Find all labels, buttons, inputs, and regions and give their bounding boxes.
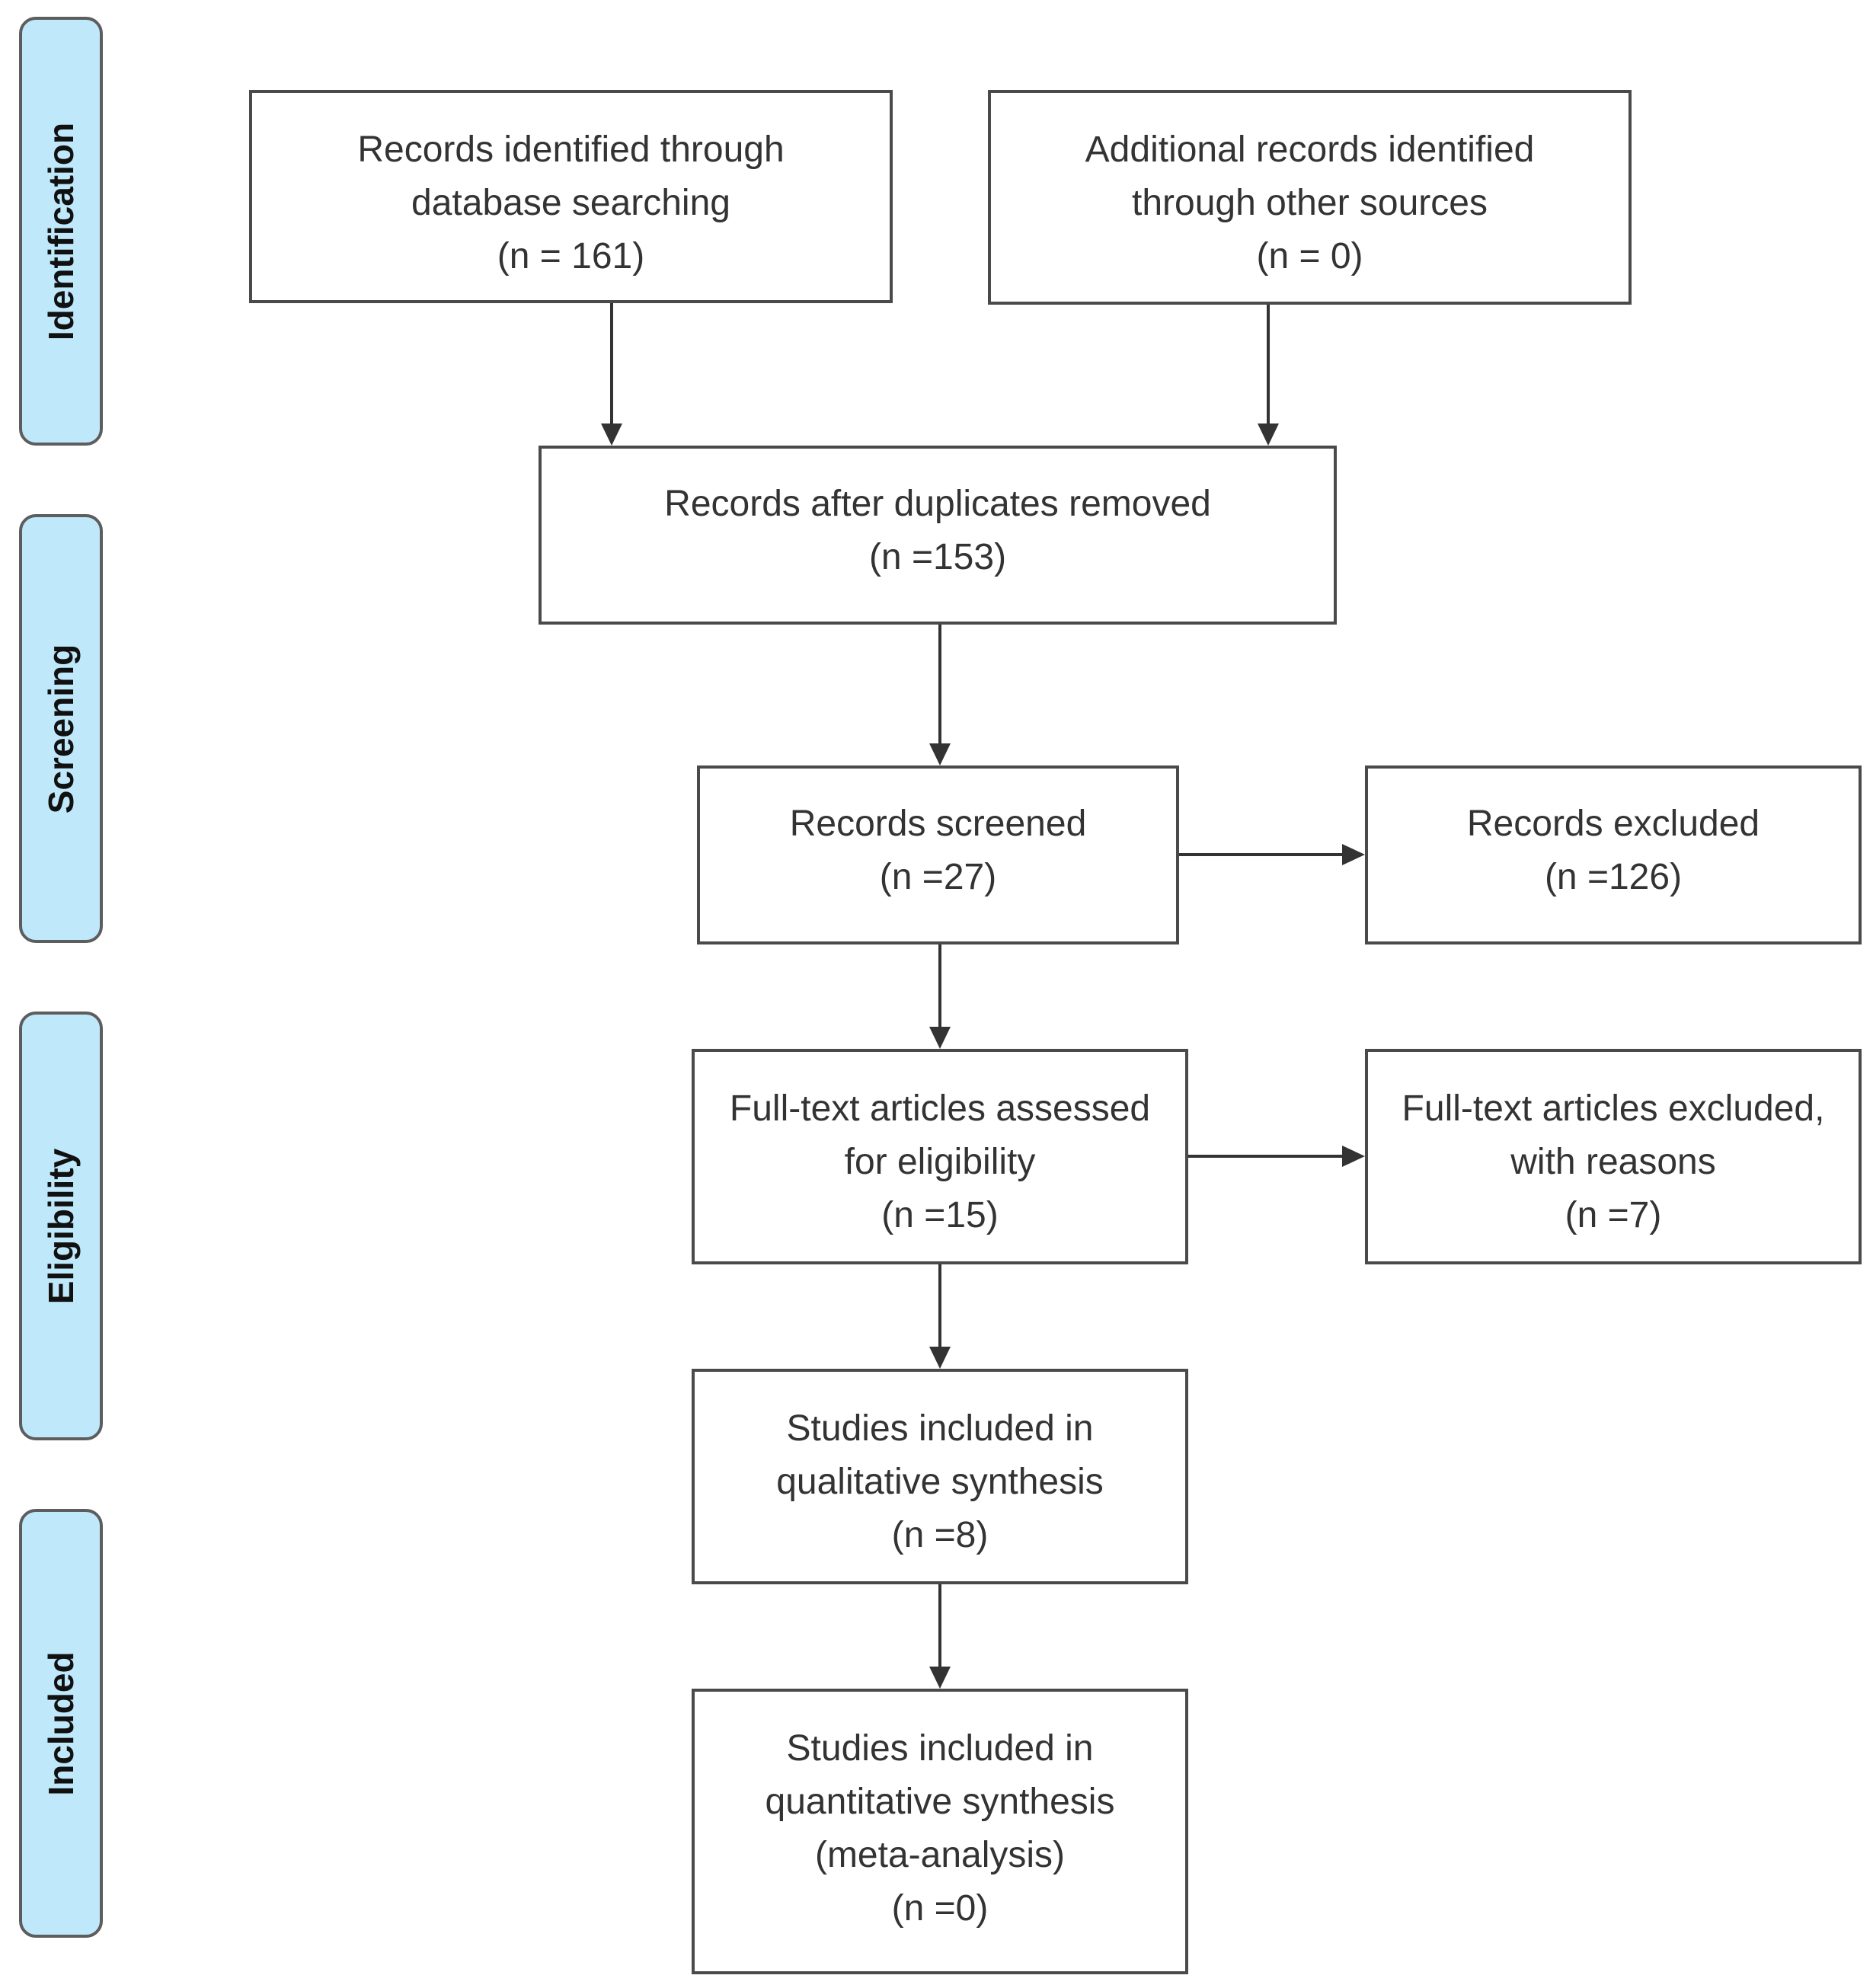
- box-line: Records excluded: [1466, 804, 1760, 844]
- box-line: Studies included in: [786, 1728, 1094, 1769]
- box-count: (n =27): [879, 857, 997, 897]
- box-line: for eligibility: [844, 1142, 1036, 1182]
- box-count: (n = 161): [497, 236, 645, 276]
- stage-label: Identification: [41, 122, 81, 340]
- box-line: through other sources: [1132, 183, 1488, 223]
- box-line: database searching: [411, 183, 730, 223]
- box-line: Records identified through: [357, 129, 785, 170]
- box-count: (n =153): [868, 537, 1007, 577]
- box-records-excluded: Records excluded (n =126): [1365, 765, 1862, 944]
- arrowhead-qualitative-to-quantitative: [929, 1667, 951, 1689]
- stage-label: Included: [41, 1651, 81, 1796]
- box-count: (n =0): [891, 1888, 989, 1929]
- stage-eligibility: Eligibility: [19, 1012, 103, 1440]
- box-fulltext-excluded: Full-text articles excluded, with reason…: [1365, 1049, 1862, 1264]
- box-line: (meta-analysis): [814, 1835, 1066, 1875]
- stage-identification: Identification: [19, 17, 103, 446]
- box-line: Records screened: [789, 804, 1087, 844]
- box-fulltext-assessed: Full-text articles assessed for eligibil…: [692, 1049, 1188, 1264]
- box-line: Studies included in: [786, 1408, 1094, 1449]
- arrowhead-fulltext-to-qualitative: [929, 1347, 951, 1369]
- box-duplicates-removed: Records after duplicates removed (n =153…: [539, 446, 1337, 625]
- arrowhead-duplicates-to-screened: [929, 743, 951, 765]
- box-line: Full-text articles excluded,: [1402, 1088, 1825, 1129]
- box-count: (n =8): [891, 1515, 989, 1555]
- box-line: Full-text articles assessed: [729, 1088, 1151, 1129]
- box-line: Additional records identified: [1085, 129, 1535, 170]
- box-line: qualitative synthesis: [776, 1462, 1104, 1502]
- box-quantitative-synthesis: Studies included in quantitative synthes…: [692, 1689, 1188, 1974]
- box-line: with reasons: [1510, 1142, 1716, 1182]
- arrowhead-screened-to-excluded: [1342, 844, 1365, 865]
- box-count: (n =126): [1544, 857, 1683, 897]
- box-line: quantitative synthesis: [765, 1782, 1115, 1822]
- box-count: (n =7): [1565, 1195, 1662, 1235]
- box-database-searching: Records identified through database sear…: [249, 90, 893, 303]
- stage-screening: Screening: [19, 514, 103, 943]
- stage-label: Eligibility: [41, 1148, 81, 1304]
- box-other-sources: Additional records identified through ot…: [988, 90, 1632, 305]
- stage-included: Included: [19, 1509, 103, 1938]
- box-count: (n =15): [881, 1195, 999, 1235]
- arrowhead-other-to-duplicates: [1258, 423, 1279, 446]
- box-records-screened: Records screened (n =27): [697, 765, 1179, 944]
- box-line: Records after duplicates removed: [664, 484, 1211, 524]
- box-qualitative-synthesis: Studies included in qualitative synthesi…: [692, 1369, 1188, 1584]
- box-count: (n = 0): [1256, 236, 1363, 276]
- stage-label: Screening: [41, 644, 81, 813]
- arrowhead-screened-to-fulltext: [929, 1027, 951, 1049]
- arrowhead-fulltext-to-excluded: [1342, 1146, 1365, 1167]
- arrowhead-database-to-duplicates: [601, 423, 622, 446]
